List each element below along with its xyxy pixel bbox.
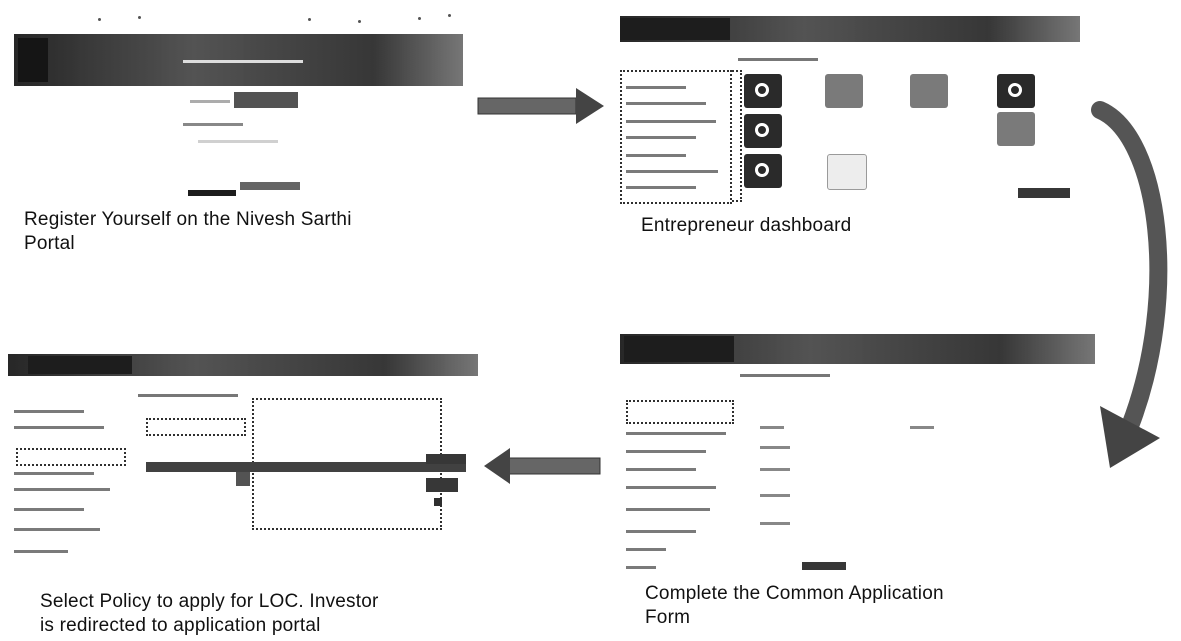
step4-caption: Select Policy to apply for LOC. Investor…: [40, 590, 379, 638]
logo: [18, 38, 48, 82]
step2-caption: Entrepreneur dashboard: [641, 214, 851, 238]
submit-button[interactable]: [802, 562, 846, 570]
tile-7[interactable]: [744, 154, 782, 188]
selected-menu: [626, 400, 734, 424]
form-title: [740, 374, 830, 377]
tile-area: [732, 70, 742, 202]
application-form-screenshot: [620, 322, 1095, 580]
tile-4[interactable]: [997, 74, 1035, 108]
step3-caption: Complete the Common Application Form: [645, 582, 944, 630]
sidebar: [620, 70, 732, 204]
step1-caption-line1: Register Yourself on the Nivesh Sarthi: [24, 209, 352, 230]
step2-caption-line1: Entrepreneur dashboard: [641, 215, 852, 236]
register-button[interactable]: [234, 92, 298, 108]
arrow-left-icon: [484, 448, 601, 484]
tile-1[interactable]: [744, 74, 782, 108]
dashboard-button[interactable]: [1018, 188, 1070, 198]
tile-5[interactable]: [744, 114, 782, 148]
submit-button[interactable]: [188, 190, 236, 196]
selected-menu: [16, 448, 126, 466]
step3-caption-line1: Complete the Common Application: [645, 583, 944, 604]
tile-3[interactable]: [910, 74, 948, 108]
apply-button-2[interactable]: [426, 478, 458, 492]
brand: [624, 336, 734, 362]
step1-caption-line2: Portal: [24, 233, 75, 254]
step1-caption: Register Yourself on the Nivesh Sarthi P…: [24, 208, 352, 256]
select-policy-screenshot: [8, 322, 478, 580]
registration-screenshot: [8, 8, 463, 198]
brand: [28, 356, 132, 374]
arrow-right-icon: [477, 88, 604, 124]
step4-caption-line1: Select Policy to apply for LOC. Investor: [40, 591, 379, 612]
arrow-curve-icon: [1091, 101, 1168, 468]
banner-text: [183, 60, 303, 63]
step4-caption-line2: is redirected to application portal: [40, 615, 321, 636]
policy-row[interactable]: [146, 462, 466, 472]
tile-2[interactable]: [825, 74, 863, 108]
apply-button-1[interactable]: [426, 454, 466, 464]
form-label: [190, 100, 230, 103]
brand: [620, 18, 730, 40]
dashboard-screenshot: [620, 8, 1080, 206]
tile-8[interactable]: [827, 154, 867, 190]
tile-6[interactable]: [997, 112, 1035, 146]
step3-caption-line2: Form: [645, 607, 691, 628]
policy-search-box: [146, 418, 246, 436]
dashboard-title: [738, 58, 818, 61]
